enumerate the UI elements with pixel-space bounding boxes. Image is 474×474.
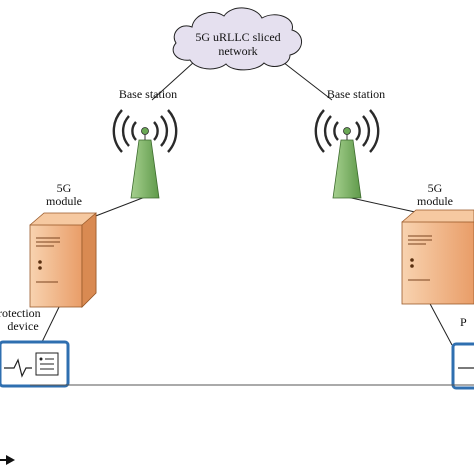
device-left-label-line2: device <box>7 319 39 333</box>
module-right-icon <box>401 209 474 305</box>
device-left-label: rotection device <box>0 307 46 333</box>
device-right-label: P <box>460 315 467 329</box>
module-left-icon <box>29 212 97 308</box>
device-left-label-line1: rotection <box>0 306 41 320</box>
module-left-label-line2: module <box>46 194 82 208</box>
module-left-label: 5G module <box>42 182 86 208</box>
link-right-station-module <box>346 196 416 213</box>
link-left-module-device <box>41 304 61 343</box>
cloud-icon <box>172 7 302 71</box>
arrow-right-icon <box>6 455 15 465</box>
module-right-label: 5G module <box>412 182 458 208</box>
cloud-label-line2: network <box>218 44 258 58</box>
cloud-label-line1: 5G uRLLC sliced <box>195 30 281 44</box>
base-station-left-label: Base station <box>118 87 178 101</box>
protection-device-left-icon <box>0 340 70 388</box>
cloud-label: 5G uRLLC sliced network <box>190 30 286 58</box>
base-station-right-icon <box>314 109 380 199</box>
protection-device-right-icon <box>451 342 474 390</box>
bus-line <box>0 384 474 465</box>
module-left-label-line1: 5G <box>56 181 72 195</box>
module-right-label-line2: module <box>417 194 453 208</box>
base-station-left-icon <box>112 109 178 199</box>
module-right-label-line1: 5G <box>427 181 443 195</box>
base-station-right-label: Base station <box>326 87 386 101</box>
link-right-module-device <box>427 299 453 346</box>
